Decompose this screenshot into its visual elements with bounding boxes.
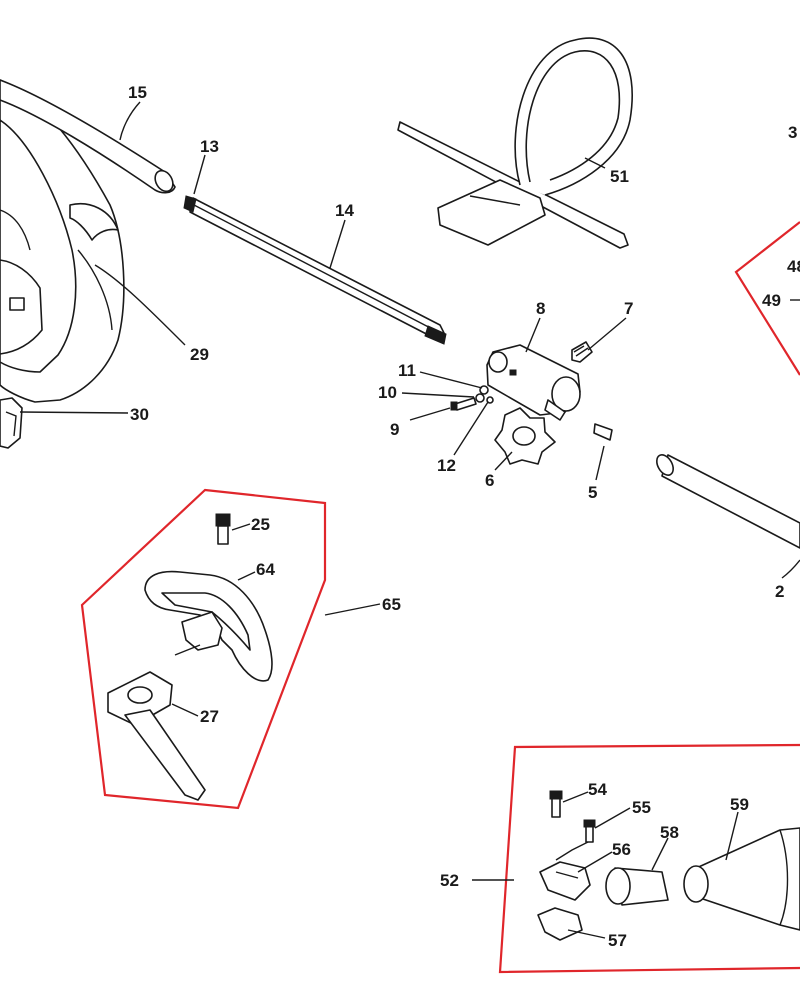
part-29-guard (0, 79, 125, 403)
label-15: 15 (128, 83, 147, 102)
part-54-screw (549, 790, 563, 818)
part-64-handle-loop (144, 570, 273, 682)
label-64: 64 (256, 560, 275, 579)
label-13: 13 (200, 137, 219, 156)
part-15-tube (0, 79, 176, 194)
label-7: 7 (624, 299, 633, 318)
part-labels: 15 13 14 29 30 51 3 48 49 8 7 11 10 9 12… (128, 83, 800, 950)
part-51-strap (397, 37, 633, 249)
part-58-ring (605, 867, 669, 906)
group-outline-65 (80, 488, 327, 810)
label-5: 5 (588, 483, 597, 502)
label-10: 10 (378, 383, 397, 402)
part-59-nozzle (683, 827, 800, 931)
group-outline-48-49 (734, 221, 800, 376)
label-3: 3 (788, 123, 797, 142)
part-6-star-knob (494, 407, 556, 465)
leader-lines (19, 101, 800, 939)
label-49: 49 (762, 291, 781, 310)
label-65: 65 (382, 595, 401, 614)
part-30-knob (0, 397, 23, 449)
part-2-tube (656, 454, 800, 549)
label-58: 58 (660, 823, 679, 842)
part-55-screw (583, 819, 596, 843)
part-25-screw (215, 513, 231, 545)
label-12: 12 (437, 456, 456, 475)
label-59: 59 (730, 795, 749, 814)
label-55: 55 (632, 798, 651, 817)
label-8: 8 (536, 299, 545, 318)
part-56-clip (539, 861, 591, 901)
label-14: 14 (335, 201, 354, 220)
label-25: 25 (251, 515, 270, 534)
label-51: 51 (610, 167, 629, 186)
label-27: 27 (200, 707, 219, 726)
part-8-clamp-block (486, 344, 581, 421)
label-57: 57 (608, 931, 627, 950)
label-11: 11 (398, 361, 416, 380)
part-10-washer (475, 393, 485, 403)
label-30: 30 (130, 405, 149, 424)
part-57-clip (537, 907, 583, 941)
label-56: 56 (612, 840, 631, 859)
part-27-grip-clamp (107, 671, 206, 801)
label-6: 6 (485, 471, 494, 490)
part-5-pin (593, 423, 613, 441)
label-2: 2 (775, 582, 784, 601)
part-14-shaft (183, 195, 447, 345)
label-48: 48 (787, 257, 800, 276)
part-12-pin (486, 396, 494, 404)
label-54: 54 (588, 780, 607, 799)
label-29: 29 (190, 345, 209, 364)
label-52: 52 (440, 871, 459, 890)
part-9-bolt (450, 397, 477, 411)
label-9: 9 (390, 420, 399, 439)
group-outline-52 (498, 743, 800, 974)
part-7-screw (571, 341, 593, 363)
